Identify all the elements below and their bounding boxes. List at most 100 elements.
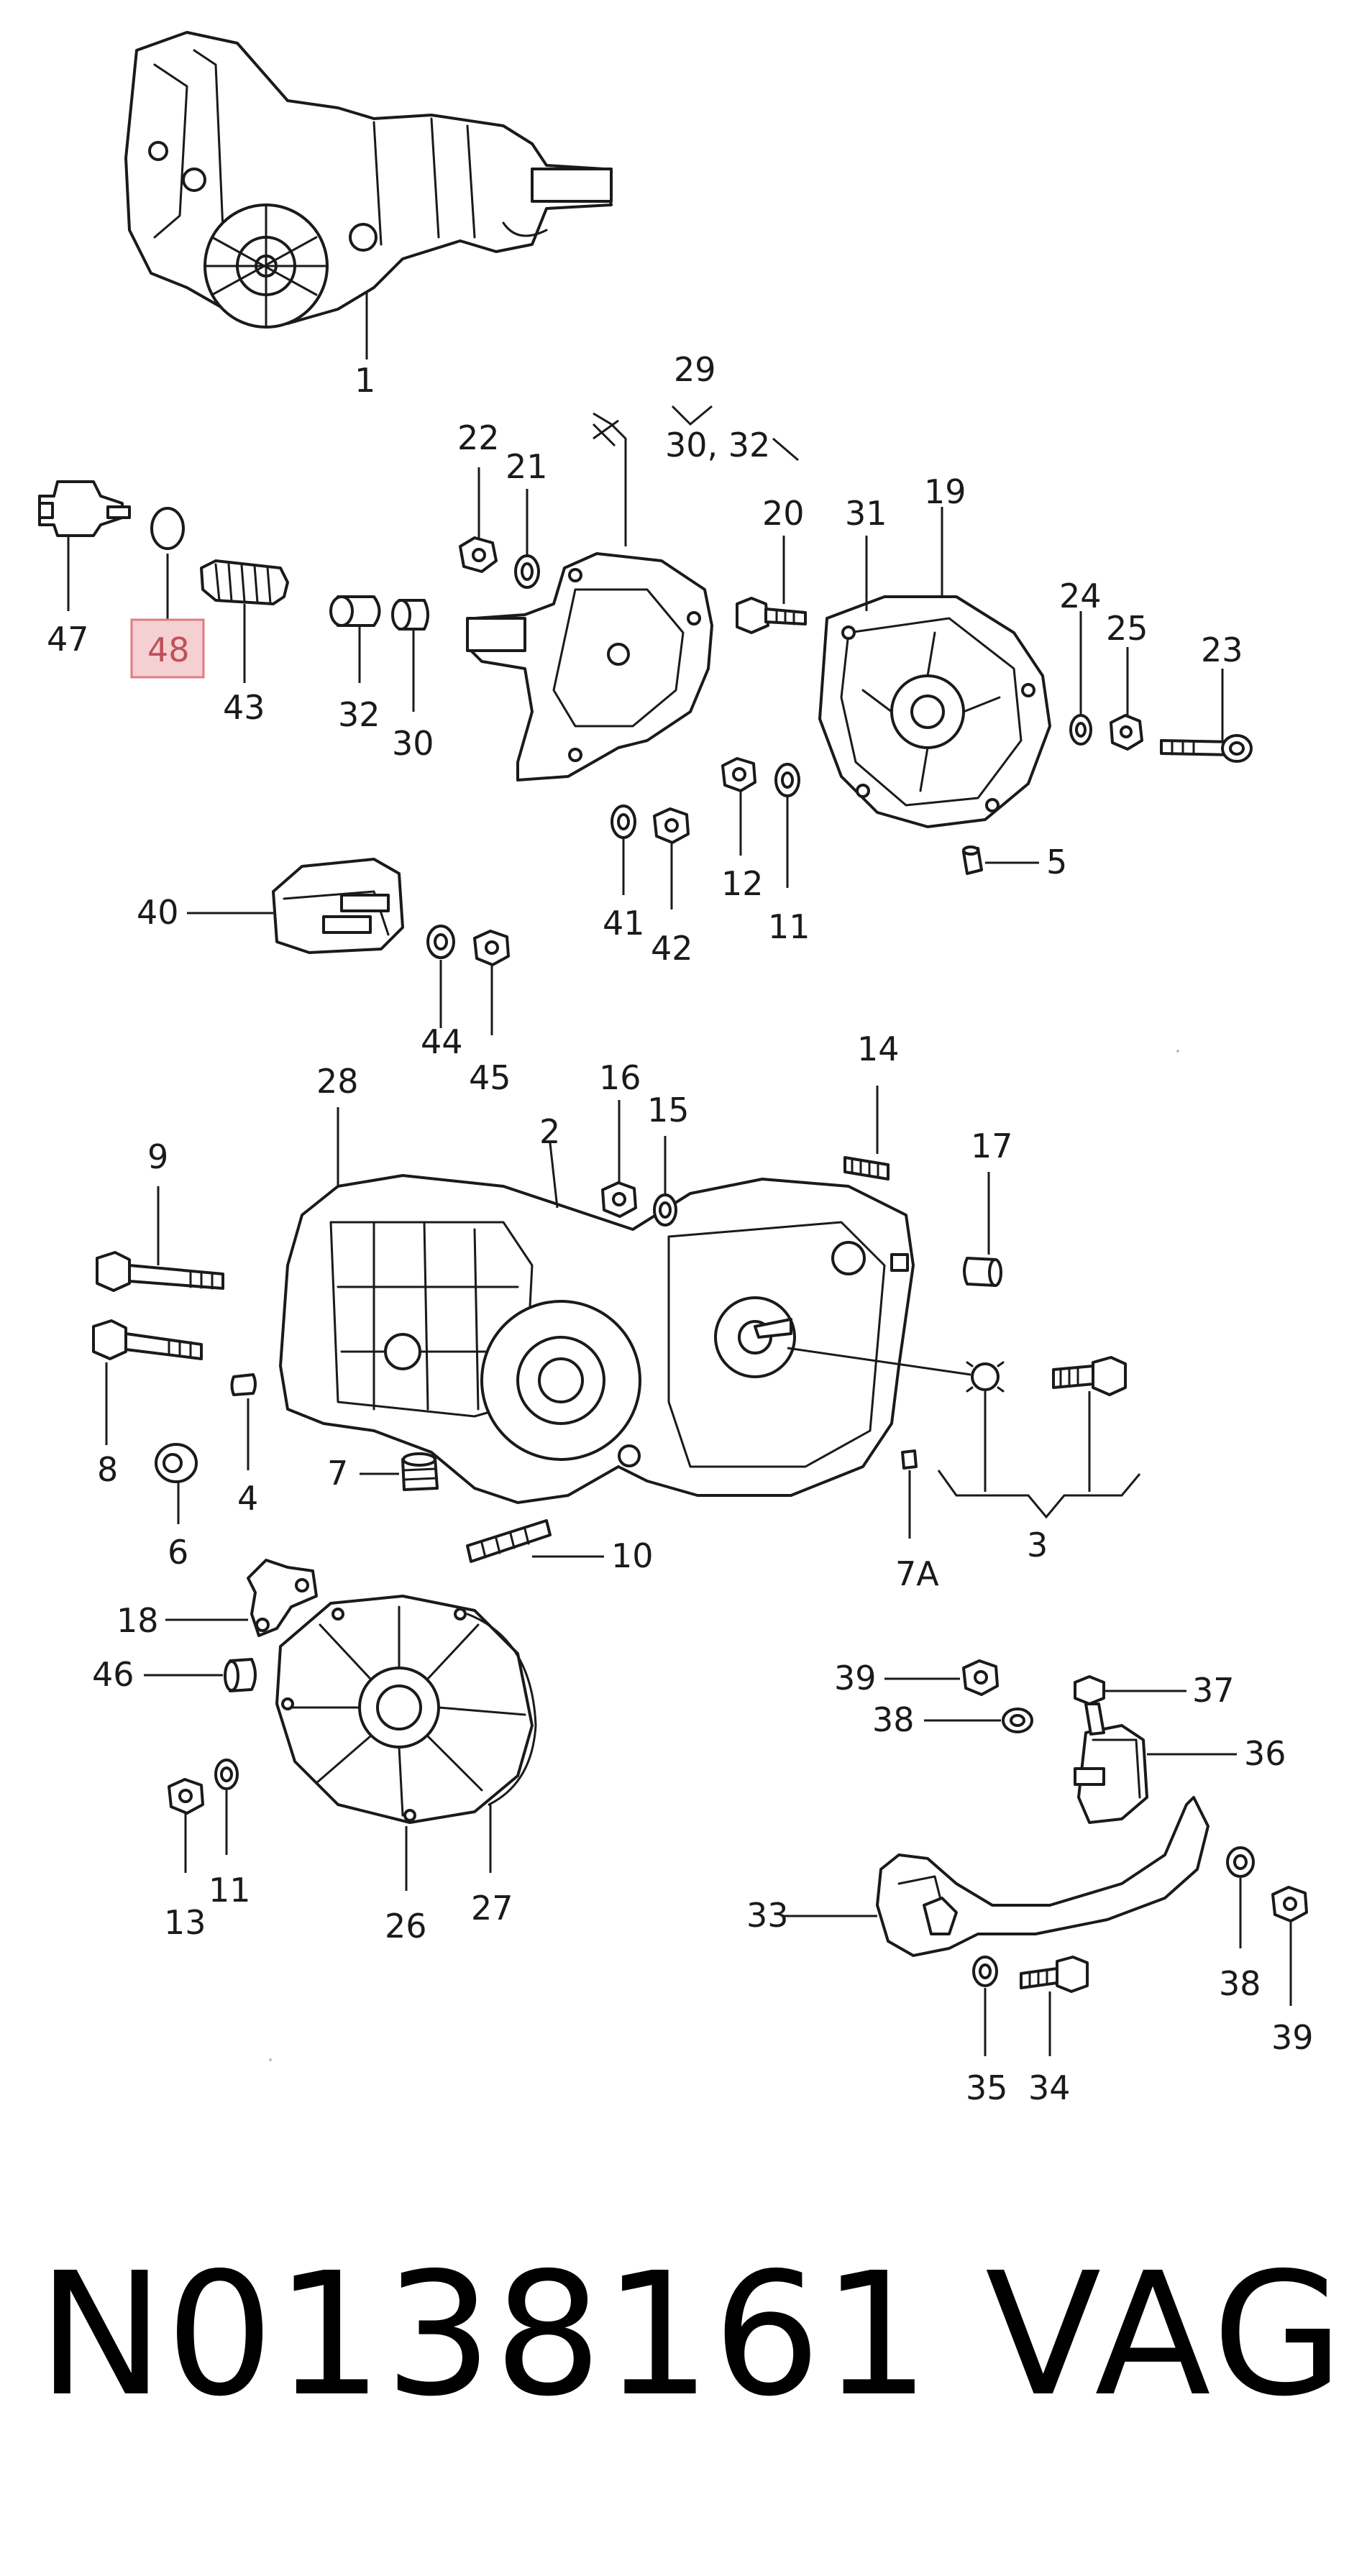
- callout-8: 8: [97, 1450, 118, 1489]
- brand-label: VAG: [985, 2236, 1348, 2434]
- callout-25: 25: [1106, 609, 1148, 648]
- callout-38b: 38: [1219, 1964, 1261, 2003]
- rubber-mount-36-drawing: [1074, 1724, 1148, 1824]
- washer-21-drawing: [514, 554, 540, 589]
- callout-22: 22: [457, 418, 500, 457]
- nut-39-upper-drawing: [962, 1659, 999, 1696]
- callout-16: 16: [599, 1058, 641, 1097]
- dowel-pin-5-drawing: [962, 845, 983, 875]
- callout-40: 40: [137, 893, 179, 932]
- footer: N0138161 VAG: [0, 2250, 1349, 2509]
- callout-26: 26: [385, 1907, 427, 1945]
- threaded-sleeve-43-drawing: [200, 559, 289, 605]
- rubber-mount-40-drawing: [272, 858, 404, 954]
- callout-47: 47: [47, 620, 89, 659]
- o-ring-48-drawing: [150, 507, 185, 550]
- callout-31: 31: [845, 494, 887, 533]
- callout-24: 24: [1059, 577, 1102, 615]
- callout-7a: 7A: [895, 1554, 939, 1593]
- callout-4: 4: [237, 1479, 258, 1518]
- intermediate-housing-drawing: [818, 595, 1051, 828]
- callout-28: 28: [316, 1062, 359, 1101]
- washer-35-drawing: [972, 1956, 998, 1987]
- callout-35: 35: [966, 2068, 1008, 2107]
- stud-23-drawing: [1160, 734, 1253, 763]
- bolt-8-drawing: [92, 1319, 203, 1360]
- callout-17: 17: [971, 1127, 1013, 1165]
- callout-10: 10: [611, 1536, 654, 1575]
- nut-16-drawing: [601, 1181, 637, 1218]
- callout-32: 32: [338, 695, 380, 734]
- callout-15: 15: [647, 1091, 690, 1129]
- callout-30: 30: [392, 724, 434, 763]
- bushing-30-drawing: [391, 599, 429, 631]
- washer-15-drawing: [653, 1193, 677, 1227]
- nut-12-drawing: [721, 757, 756, 792]
- callout-29: 29: [674, 350, 716, 389]
- gearshift-housing-drawing: [466, 552, 713, 781]
- bolt-3-drawing: [1052, 1356, 1127, 1396]
- callout-9: 9: [147, 1137, 168, 1176]
- stud-14-drawing: [843, 1156, 890, 1181]
- callout-39a: 39: [834, 1659, 877, 1697]
- nut-45-drawing: [473, 930, 510, 966]
- callout-29-sub: 30, 32: [665, 426, 770, 464]
- washer-44-drawing: [426, 925, 455, 959]
- callout-13: 13: [164, 1903, 206, 1942]
- washer-38-upper-drawing: [1002, 1708, 1033, 1733]
- callout-1: 1: [355, 361, 375, 400]
- callout-45: 45: [469, 1058, 511, 1097]
- callout-37: 37: [1192, 1671, 1235, 1710]
- callout-5: 5: [1046, 843, 1067, 881]
- nut-39-lower-drawing: [1271, 1886, 1308, 1922]
- bushing-7-drawing: [401, 1452, 439, 1491]
- washer-24-drawing: [1069, 714, 1092, 746]
- washer-11-drawing: [774, 763, 800, 797]
- callout-12: 12: [721, 864, 764, 903]
- callout-11a: 11: [768, 907, 810, 946]
- callout-39b: 39: [1271, 2018, 1314, 2057]
- callout-7: 7: [327, 1454, 348, 1493]
- nut-13-drawing: [168, 1778, 204, 1815]
- callout-23: 23: [1201, 631, 1243, 669]
- callout-33: 33: [746, 1896, 789, 1935]
- bolt-37-drawing: [1074, 1675, 1105, 1736]
- callout-46: 46: [92, 1655, 134, 1694]
- stray-dot: [269, 2058, 272, 2061]
- bolt-34-drawing: [1020, 1956, 1089, 1993]
- callout-2: 2: [539, 1112, 560, 1151]
- bushing-32-drawing: [329, 595, 381, 627]
- transmission-carrier-drawing: [876, 1796, 1209, 1957]
- bracket-18-drawing: [247, 1559, 318, 1637]
- sensor-switch-47-drawing: [38, 480, 131, 537]
- callout-43: 43: [223, 688, 265, 727]
- washer-38-lower-drawing: [1226, 1846, 1255, 1878]
- callout-38a: 38: [872, 1700, 915, 1739]
- callout-3: 3: [1027, 1526, 1048, 1564]
- bolt-20-drawing: [736, 597, 807, 634]
- callout-48-highlight[interactable]: 48: [130, 618, 205, 679]
- callout-18: 18: [116, 1601, 159, 1640]
- callout-20: 20: [762, 494, 805, 533]
- nut-42-drawing: [653, 807, 690, 844]
- stud-10-drawing: [466, 1519, 552, 1563]
- callout-11b: 11: [209, 1871, 251, 1910]
- nut-22-drawing: [459, 536, 498, 573]
- bushing-6-drawing: [155, 1443, 198, 1483]
- callout-48: 48: [147, 631, 190, 669]
- callout-44: 44: [421, 1022, 463, 1061]
- lock-washer-3-drawing: [966, 1361, 1005, 1393]
- callout-6: 6: [168, 1533, 188, 1572]
- bolt-9-drawing: [96, 1251, 224, 1292]
- callout-34: 34: [1028, 2068, 1071, 2107]
- callout-19: 19: [924, 472, 966, 511]
- callout-14: 14: [857, 1030, 900, 1068]
- pin-4-drawing: [230, 1373, 257, 1396]
- final-drive-cover-drawing: [275, 1595, 537, 1824]
- bushing-46-drawing: [224, 1658, 257, 1692]
- dowel-7a-drawing: [901, 1449, 918, 1470]
- callout-42: 42: [651, 929, 693, 968]
- transmission-case-drawing: [279, 1174, 915, 1504]
- sleeve-17-drawing: [963, 1257, 1002, 1287]
